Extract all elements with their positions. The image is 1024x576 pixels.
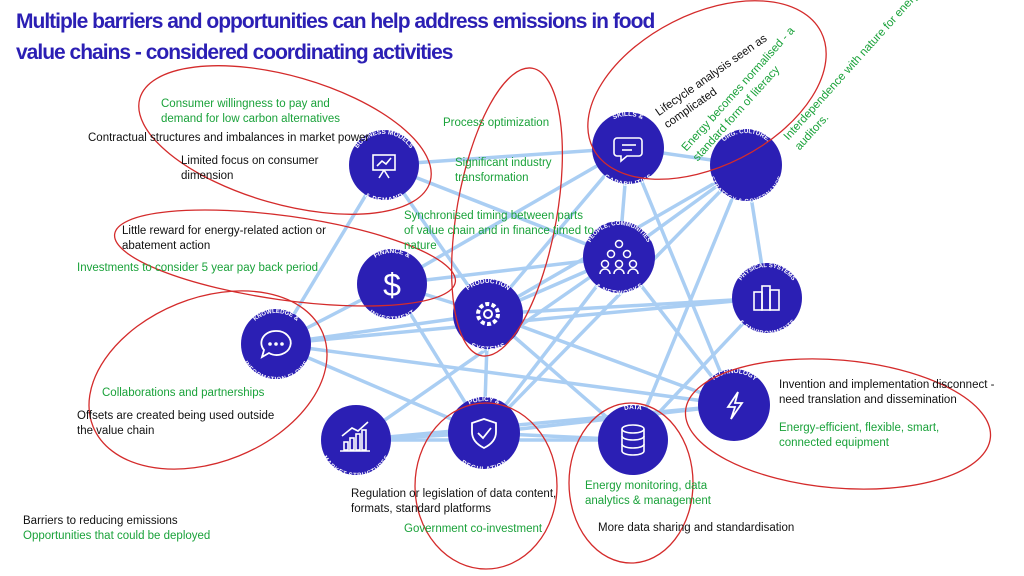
buildings-icon	[753, 285, 780, 311]
page-title: Multiple barriers and opportunities can …	[16, 10, 655, 64]
chat-brain-icon	[613, 137, 643, 163]
ellipse-knowledge-group	[88, 290, 328, 470]
annotation-energy-monitoring: Energy monitoring, data analytics & mana…	[585, 480, 711, 507]
ellipse-finance-group	[113, 209, 457, 307]
ellipse-policy-group	[414, 402, 558, 570]
node-label-bottom: SYSTEMS	[470, 342, 507, 353]
annotation-consumer-willingness: Consumer willingness to pay and demand f…	[161, 98, 340, 125]
ellipse-production-group	[450, 67, 564, 357]
legend: Barriers to reducing emissions Opportuni…	[23, 514, 210, 544]
annotation-more-data-sharing: More data sharing and standardisation	[598, 522, 795, 534]
grouping-ellipses	[88, 0, 992, 570]
network-lines	[274, 146, 769, 442]
gear-icon	[476, 302, 500, 326]
bar-chart-icon	[340, 421, 370, 452]
ellipse-business-group	[138, 65, 432, 215]
speech-bubble-icon	[260, 330, 292, 359]
presentation-board-icon	[372, 154, 396, 179]
node-finance-investment: FINANCE & INVESTMENT $	[357, 248, 427, 323]
svg-text:FINANCE &: FINANCE &	[373, 248, 412, 260]
node-knowledge-information: KNOWLEDGE & INFORMATION FLOWS	[241, 309, 311, 383]
node-policy-regulation: POLICY & REGULATION	[448, 396, 520, 473]
annotation-synchronised-timing: Synchronised timing between parts of val…	[404, 210, 594, 252]
node-data: DATA	[598, 404, 668, 475]
node-label-top: FINANCE &	[373, 248, 412, 260]
annotation-contractual-structures: Contractual structures and imbalances in…	[88, 132, 370, 144]
node-technology: TECHNOLOGY	[698, 368, 770, 441]
annotation-regulation-legislation: Regulation or legislation of data conten…	[351, 488, 557, 515]
svg-text:SKILLS &: SKILLS &	[612, 111, 645, 121]
annotation-collaborations: Collaborations and partnerships	[102, 387, 265, 399]
annotation-little-reward: Little reward for energy-related action …	[122, 225, 326, 252]
annotation-energy-efficient: Energy-efficient, flexible, smart, conne…	[779, 422, 940, 449]
legend-barriers: Barriers to reducing emissions	[23, 515, 178, 527]
node-label-top: SKILLS &	[612, 111, 645, 121]
annotation-investments: Investments to consider 5 year pay back …	[77, 262, 318, 274]
node-business-models: BUSINESS MODELS & DEMAND	[349, 129, 419, 204]
node-physical-systems: PHYSICAL SYSTEMS & ENVIRONMENTS	[732, 263, 802, 337]
legend-opportunities: Opportunities that could be deployed	[23, 530, 211, 542]
node-market-structures: MARKET STRUCTURES	[321, 405, 391, 479]
annotation-government-coinvestment: Government co-investment	[404, 523, 543, 535]
node-people-communities: PEOPLE, COMMUNITIES & NETWORKS	[583, 221, 655, 297]
node-label-top: POLICY &	[467, 396, 501, 407]
svg-text:DATA: DATA	[624, 404, 643, 412]
ellipse-skills-group	[587, 0, 827, 180]
annotation-offsets: Offsets are created being used outside t…	[77, 410, 275, 437]
lightning-icon	[726, 391, 744, 420]
ellipse-data-group	[568, 402, 694, 564]
people-group-icon	[599, 239, 639, 275]
node-label-top: DATA	[624, 404, 643, 412]
annotation-process-optimization: Process optimization	[443, 117, 550, 129]
annotation-significant-industry: Significant industry transformation	[455, 157, 552, 184]
node-production-systems: PRODUCTION SYSTEMS	[453, 278, 523, 353]
svg-text:POLICY &: POLICY &	[467, 396, 501, 407]
annotation-limited-focus: Limited focus on consumer dimension	[181, 155, 319, 182]
dollar-icon: $	[383, 267, 401, 303]
database-icon	[621, 424, 645, 456]
svg-text:SYSTEMS: SYSTEMS	[470, 342, 507, 353]
shield-check-icon	[471, 418, 497, 450]
ellipse-technology-group	[684, 358, 992, 490]
annotation-invention-disconnect: Invention and implementation disconnect …	[779, 379, 995, 406]
